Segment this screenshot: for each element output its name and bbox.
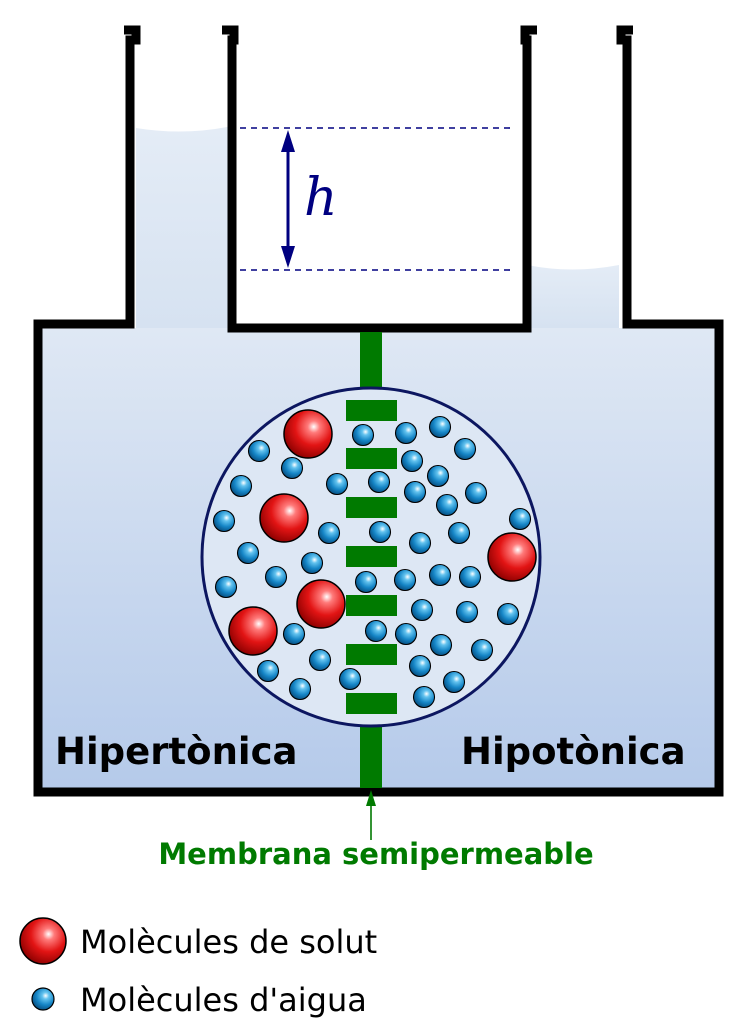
- water-molecule: [442, 670, 466, 694]
- water-molecule: [394, 622, 418, 646]
- water-molecule: [247, 439, 271, 463]
- hypotonic-label: Hipotònica: [461, 730, 686, 773]
- water-molecule: [435, 493, 459, 517]
- water-molecule: [455, 600, 479, 624]
- water-molecule: [394, 421, 418, 445]
- height-marker: [240, 127, 515, 271]
- water-molecule: [428, 563, 452, 587]
- membrane-bar: [360, 332, 382, 788]
- water-molecule: [317, 521, 341, 545]
- water-molecule: [351, 423, 375, 447]
- water-molecule: [496, 602, 520, 626]
- water-legend-label: Molècules d'aigua: [80, 981, 367, 1019]
- water-molecule: [403, 480, 427, 504]
- water-molecule: [288, 677, 312, 701]
- solute-molecule: [228, 606, 278, 656]
- solute-legend-icon: [19, 917, 67, 965]
- hypertonic-label: Hipertònica: [55, 730, 298, 773]
- water-molecule: [408, 531, 432, 555]
- water-molecule: [354, 570, 378, 594]
- water-molecule: [400, 449, 424, 473]
- water-molecule: [300, 551, 324, 575]
- solute-molecule: [259, 493, 309, 543]
- water-molecule: [364, 619, 388, 643]
- water-molecule: [368, 520, 392, 544]
- water-molecule: [229, 474, 253, 498]
- water-molecule: [426, 464, 450, 488]
- membrane-segments: [346, 400, 397, 714]
- water-molecule: [282, 622, 306, 646]
- water-molecule: [429, 633, 453, 657]
- water-molecule: [408, 654, 432, 678]
- membrane-label: Membrana semipermeable: [158, 837, 593, 871]
- center-divider-outline: [222, 25, 537, 333]
- water-molecule: [325, 472, 349, 496]
- molecules: [212, 409, 537, 709]
- water-molecule: [470, 638, 494, 662]
- water-molecule: [428, 415, 452, 439]
- membrane-pointer-arrow: [366, 790, 376, 840]
- water-molecule: [393, 568, 417, 592]
- water-molecule: [367, 470, 391, 494]
- water-molecule: [410, 598, 434, 622]
- water-molecule: [280, 456, 304, 480]
- container-outline: [33, 25, 724, 797]
- legend: Molècules de solut Molècules d'aigua: [19, 917, 377, 1019]
- water-molecule: [256, 659, 280, 683]
- height-label: h: [304, 168, 338, 228]
- water-molecule: [447, 521, 471, 545]
- water-molecule: [264, 565, 288, 589]
- solute-molecule: [296, 579, 346, 629]
- water-legend-icon: [31, 987, 55, 1011]
- water-molecule: [453, 437, 477, 461]
- water-molecule: [308, 648, 332, 672]
- solute-molecule: [283, 409, 333, 459]
- water-molecule: [214, 575, 238, 599]
- water-molecule: [212, 509, 236, 533]
- water-molecule: [412, 685, 436, 709]
- solute-legend-label: Molècules de solut: [80, 923, 377, 961]
- solute-molecule: [487, 532, 537, 582]
- water-molecule: [338, 667, 362, 691]
- water-molecule: [236, 541, 260, 565]
- water-molecule: [508, 507, 532, 531]
- water-molecule: [458, 565, 482, 589]
- water-molecule: [464, 481, 488, 505]
